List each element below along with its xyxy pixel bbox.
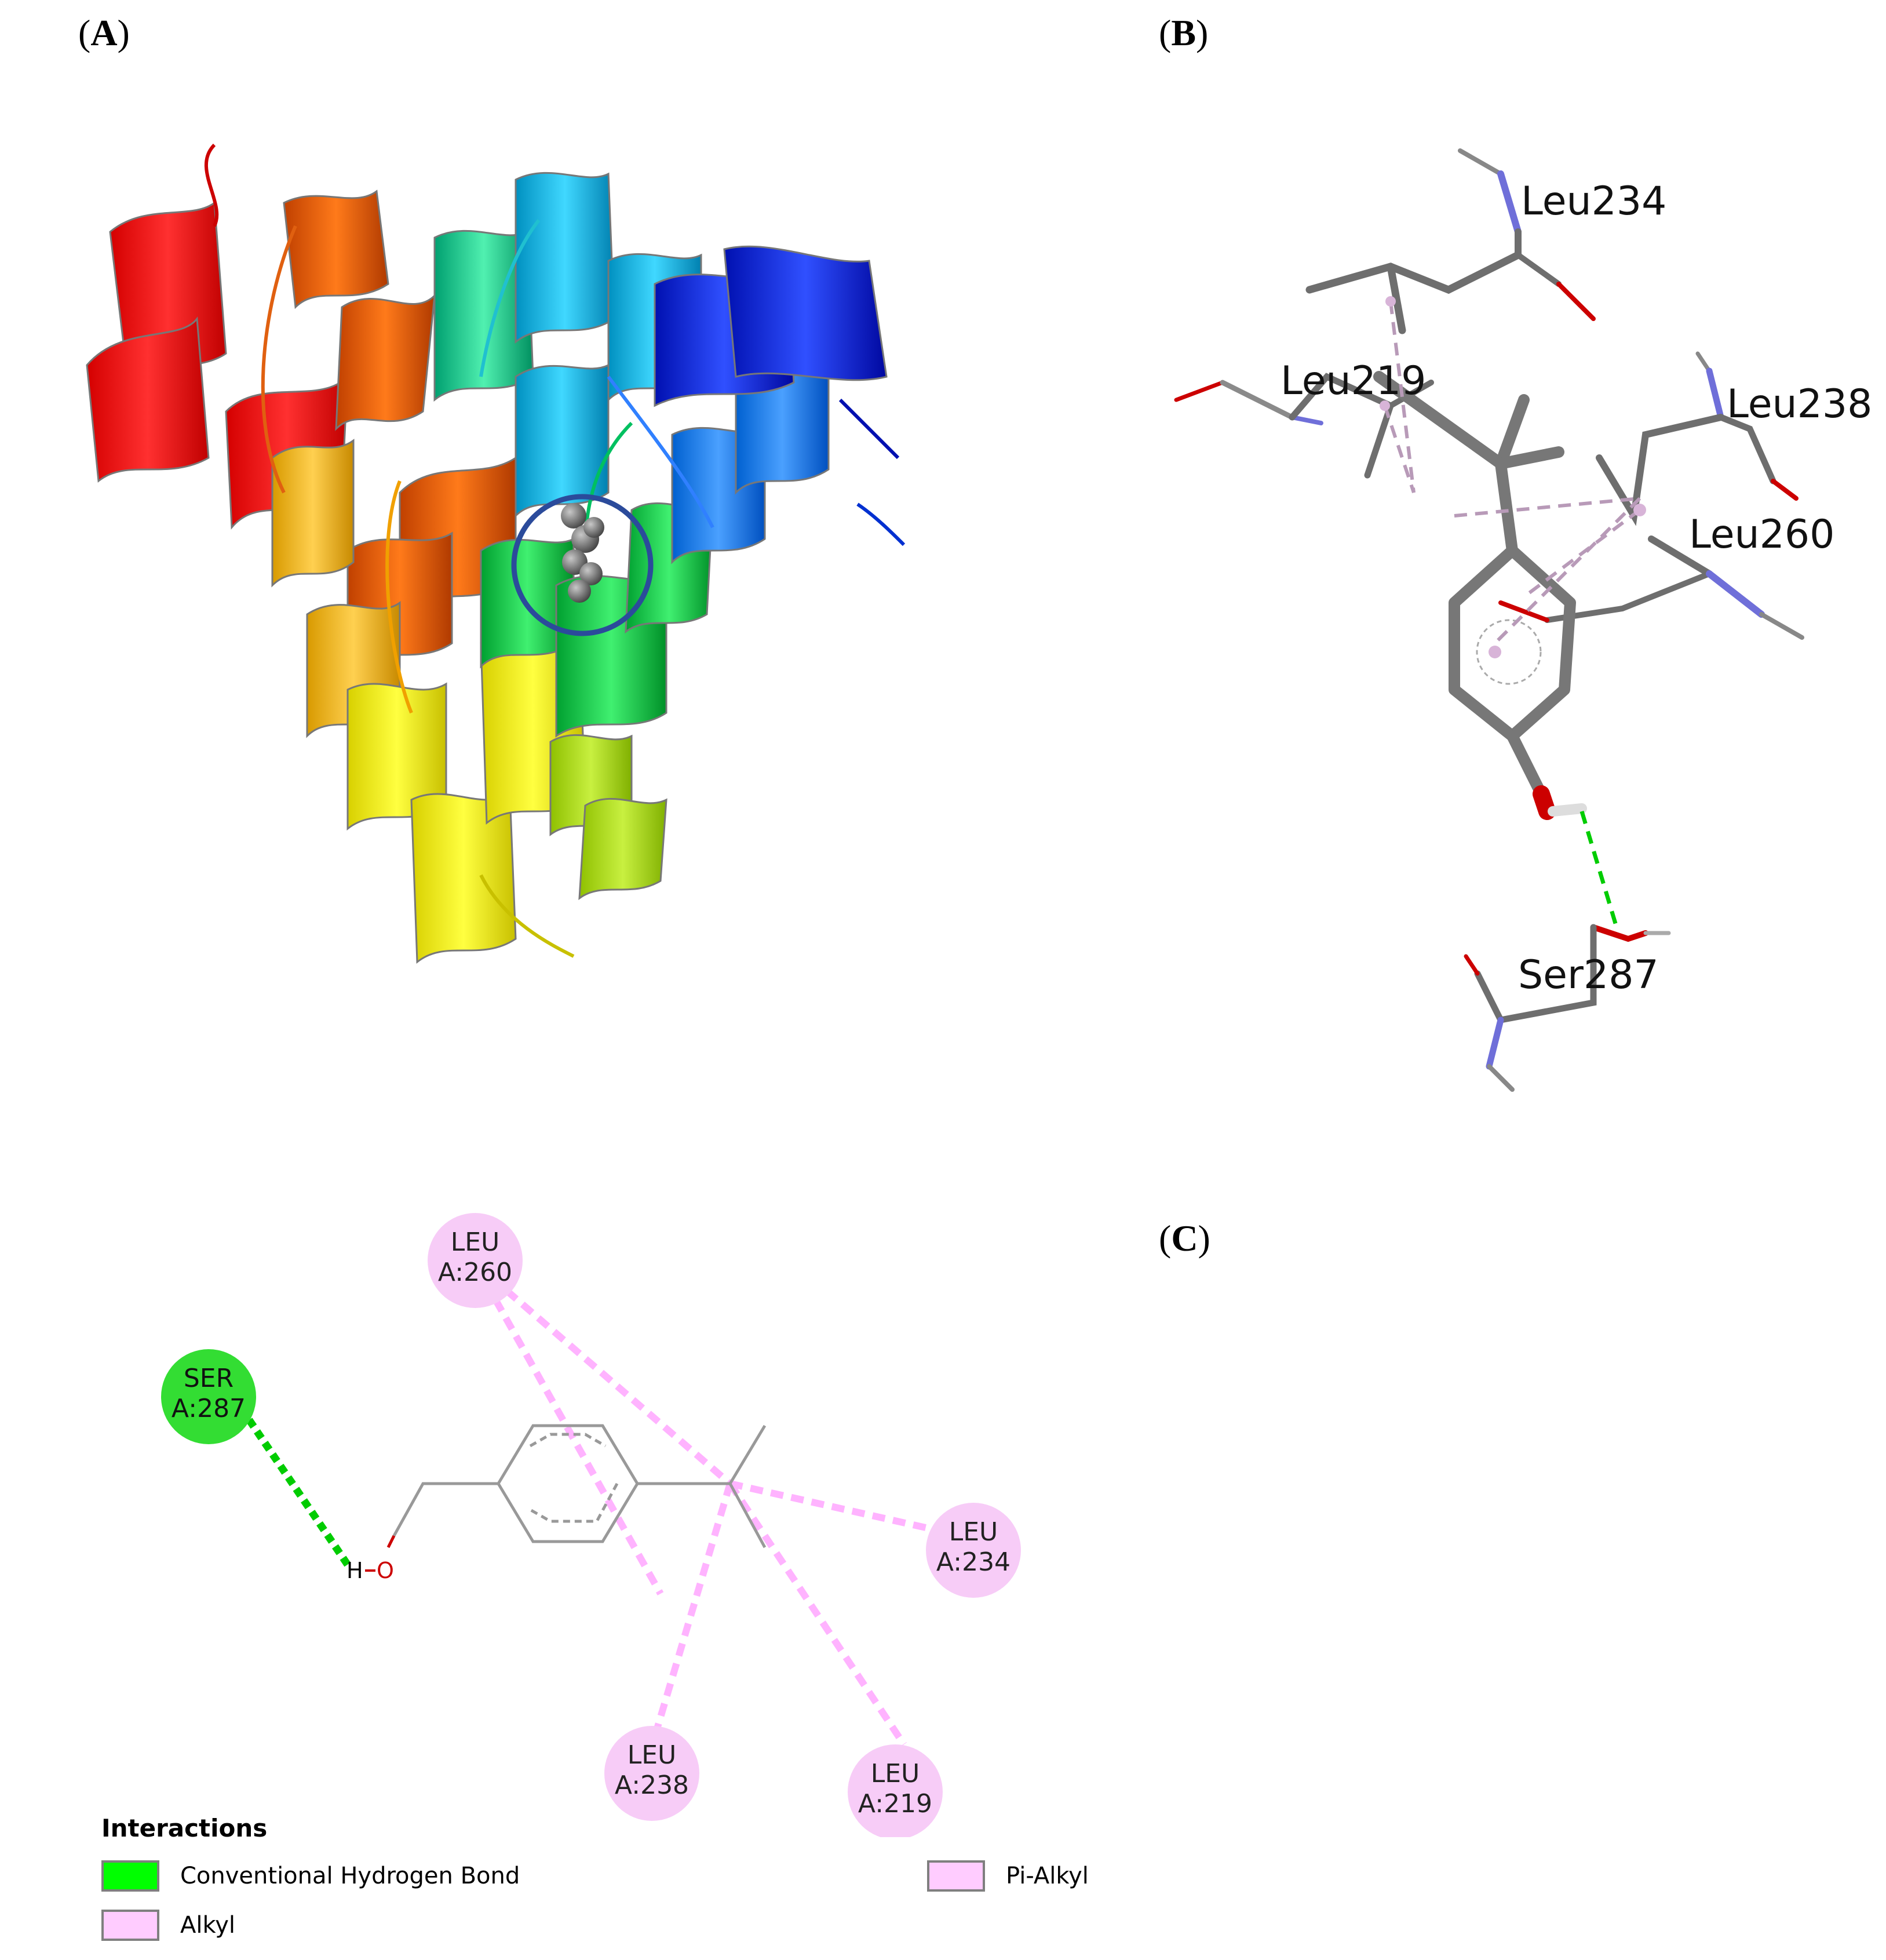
panel-label-b: (B) (1159, 12, 1209, 53)
svg-text:A:234: A:234 (936, 1547, 1011, 1577)
svg-text:LEU: LEU (628, 1740, 677, 1770)
legend-label-alkyl: Alkyl (180, 1912, 235, 1939)
ligand (1373, 371, 1587, 820)
ser287-residue (1464, 924, 1671, 1092)
legend-item-hbond: Conventional Hydrogen Bond (101, 1860, 520, 1892)
label-leu238: Leu238 (1727, 381, 1872, 427)
legend-swatch-pi-alkyl (927, 1860, 985, 1892)
residue-leu219: LEU A:219 (848, 1744, 943, 1837)
leu238-residue (1596, 351, 1799, 526)
legend-title: Interactions (101, 1814, 268, 1842)
label-ser287: Ser287 (1518, 952, 1659, 998)
svg-text:LEU: LEU (949, 1517, 998, 1547)
svg-text:LEU: LEU (451, 1227, 500, 1257)
legend-label-hbond: Conventional Hydrogen Bond (180, 1863, 520, 1889)
legend-item-alkyl: Alkyl (101, 1910, 235, 1941)
protein-structure-image (86, 143, 906, 964)
residue-leu234: LEU A:234 (926, 1503, 1021, 1598)
panel-label-c: (C) (1159, 1218, 1210, 1259)
atom-o: O (377, 1558, 394, 1583)
atom-h: H (346, 1558, 363, 1583)
label-leu219: Leu219 (1281, 358, 1426, 404)
residue-leu260: LEU A:260 (428, 1213, 523, 1308)
leu234-residue (1305, 148, 1596, 334)
panel-label-a: (A) (78, 12, 130, 53)
svg-text:A:219: A:219 (858, 1789, 932, 1819)
legend-swatch-alkyl (101, 1910, 159, 1941)
svg-text:SER: SER (184, 1364, 234, 1393)
interaction-2d-diagram: H O LEU A:260 SER A:287 LEU A:234 LEU A:… (161, 1213, 1021, 1837)
label-leu260: Leu260 (1689, 512, 1834, 558)
legend-label-pi-alkyl: Pi-Alkyl (1006, 1863, 1089, 1889)
ligand-2d (386, 1424, 767, 1549)
label-leu234: Leu234 (1521, 178, 1666, 224)
legend-item-pi-alkyl: Pi-Alkyl (927, 1860, 1089, 1892)
legend: Interactions (101, 1814, 267, 1842)
svg-text:A:287: A:287 (172, 1394, 246, 1423)
svg-text:A:238: A:238 (615, 1770, 689, 1800)
svg-text:LEU: LEU (871, 1759, 920, 1788)
svg-text:A:260: A:260 (438, 1258, 512, 1287)
residue-ser287: SER A:287 (161, 1349, 256, 1444)
interaction-3d-view: Leu234 Leu219 Leu238 Leu260 Ser287 (1174, 148, 1872, 1092)
legend-swatch-hbond (101, 1860, 159, 1892)
residue-leu238: LEU A:238 (604, 1726, 699, 1821)
